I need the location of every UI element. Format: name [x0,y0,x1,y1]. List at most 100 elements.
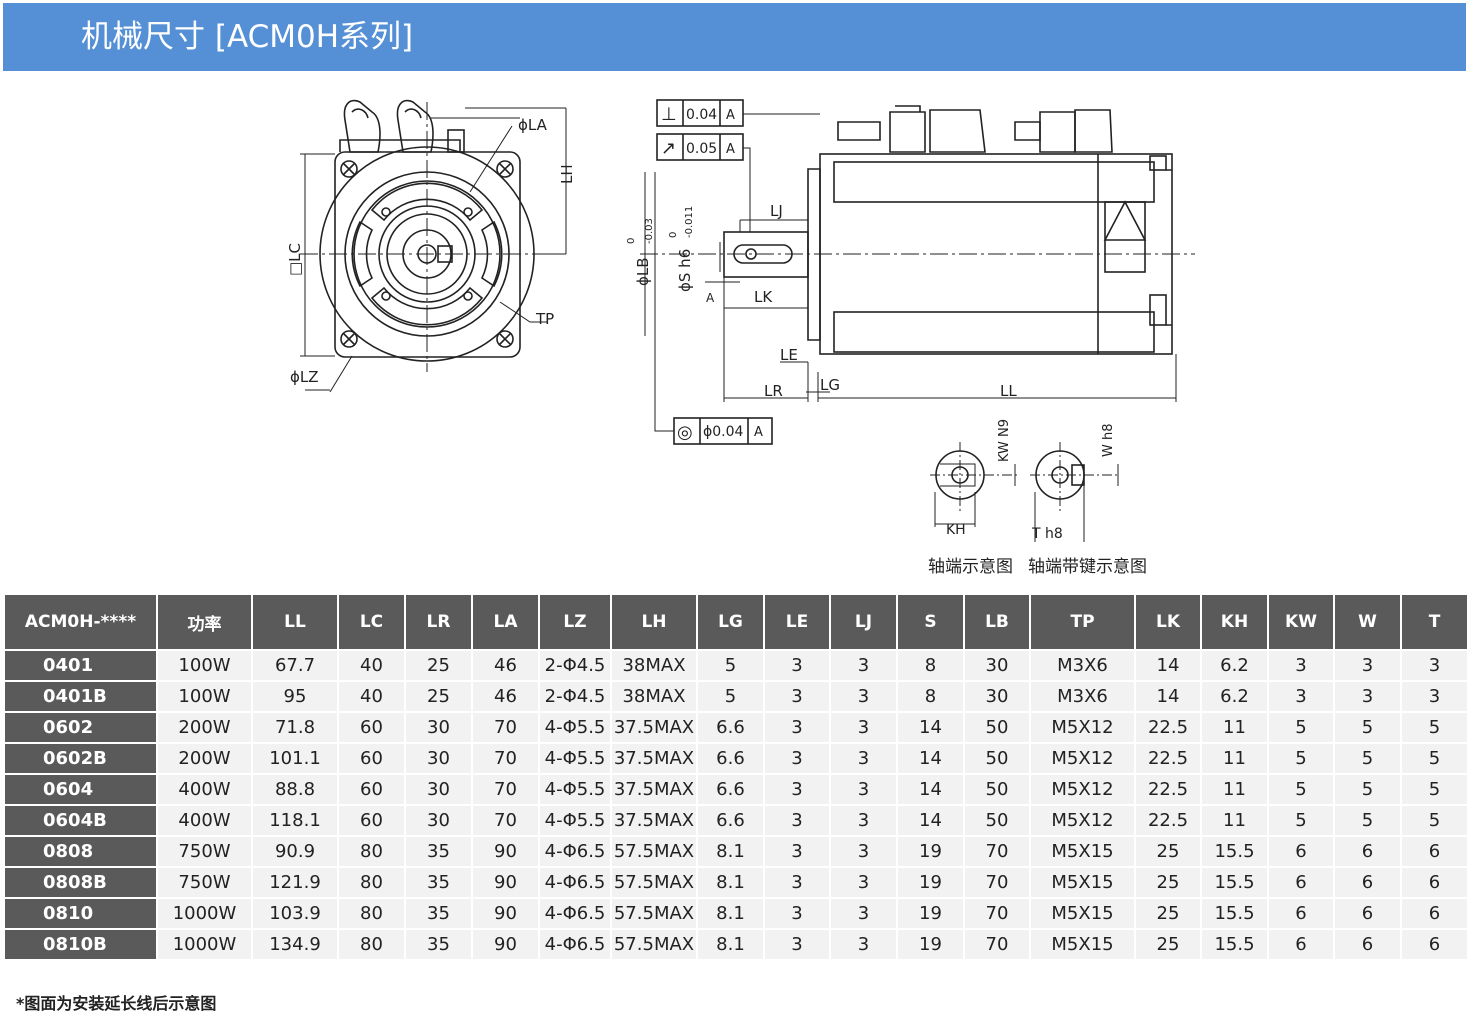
model-cell: 0808B [3,866,158,899]
table-cell: 6 [1333,835,1402,868]
table-cell: 19 [896,928,965,961]
front-view [300,99,567,393]
table-cell: 90 [471,928,540,961]
label-kh: KH [946,522,966,538]
footnote: *图面为安装延长线后示意图 [16,994,217,1013]
label-kw: KW N9 [997,419,1012,462]
table-cell: 60 [337,742,406,775]
table-cell: 3 [829,649,898,682]
table-cell: 40 [337,680,406,713]
table-cell: M3X6 [1029,680,1136,713]
table-cell: 5 [1267,804,1335,837]
table-cell: 6.6 [696,773,765,806]
table-cell: 40 [337,649,406,682]
table-cell: 6 [1333,928,1402,961]
table-cell: 67.7 [251,649,339,682]
table-cell: 80 [337,866,406,899]
table-header-cell: S [896,593,965,651]
table-cell: 5 [696,680,765,713]
table-cell: 14 [896,711,965,744]
table-cell: 80 [337,897,406,930]
label-le: LE [780,346,798,364]
table-cell: 6 [1267,835,1335,868]
table-cell: 30 [404,711,473,744]
table-cell: 5 [1400,711,1469,744]
table-cell: 25 [404,680,473,713]
table-header-cell: LR [404,593,473,651]
table-cell: 3 [829,742,898,775]
model-cell: 0401 [3,649,158,682]
label-lh: LH [558,164,576,184]
table-cell: 4-Φ6.5 [538,928,612,961]
table-cell: 8 [896,649,965,682]
table-cell: 15.5 [1200,928,1269,961]
table-cell: 3 [763,928,831,961]
table-cell: 22.5 [1134,711,1202,744]
table-cell: 22.5 [1134,773,1202,806]
table-cell: 90.9 [251,835,339,868]
concentricity-datum: A [754,425,763,440]
table-cell: 3 [829,928,898,961]
table-cell: 70 [471,804,540,837]
table-cell: 6 [1400,866,1469,899]
table-header-cell: LE [763,593,831,651]
table-cell: 70 [963,897,1031,930]
page-header: 机械尺寸 [ACM0H系列] [3,3,1466,71]
table-cell: 8.1 [696,897,765,930]
table-cell: 46 [471,680,540,713]
table-cell: 4-Φ5.5 [538,773,612,806]
table-cell: 25 [1134,928,1202,961]
table-cell: 71.8 [251,711,339,744]
table-cell: 57.5MAX [610,928,698,961]
table-cell: M5X15 [1029,866,1136,899]
label-lg: LG [820,376,840,394]
table-cell: 4-Φ5.5 [538,711,612,744]
table-cell: 8.1 [696,928,765,961]
table-cell: 8.1 [696,866,765,899]
label-tp: TP [535,310,554,328]
table-cell: M5X15 [1029,897,1136,930]
table-cell: 35 [404,835,473,868]
table-cell: 22.5 [1134,804,1202,837]
table-cell: 4-Φ6.5 [538,835,612,868]
table-cell: 3 [829,835,898,868]
table-cell: 200W [156,711,253,744]
table-cell: 3 [1400,649,1469,682]
table-cell: 11 [1200,711,1269,744]
table-cell: 101.1 [251,742,339,775]
table-cell: 6 [1267,866,1335,899]
table-cell: 70 [963,928,1031,961]
runout-value: 0.05 [686,141,717,157]
table-cell: 5 [1267,742,1335,775]
table-cell: 30 [963,649,1031,682]
table-cell: 14 [896,804,965,837]
table-header-cell: LJ [829,593,898,651]
table-cell: 5 [1267,773,1335,806]
table-header-cell: TP [1029,593,1136,651]
shaft-details [930,442,1120,542]
table-cell: 70 [471,711,540,744]
table-cell: 38MAX [610,649,698,682]
table-cell: 3 [829,897,898,930]
table-cell: 14 [896,742,965,775]
table-cell: 90 [471,897,540,930]
table-cell: 6 [1400,928,1469,961]
table-cell: 3 [763,711,831,744]
table-cell: 134.9 [251,928,339,961]
table-cell: 37.5MAX [610,742,698,775]
table-cell: 30 [963,680,1031,713]
label-la: ϕLA [518,116,548,134]
table-cell: 400W [156,804,253,837]
table-cell: 6.6 [696,711,765,744]
table-cell: 5 [1267,711,1335,744]
table-cell: 3 [1400,680,1469,713]
table-cell: 750W [156,866,253,899]
table-header-cell: LK [1134,593,1202,651]
table-cell: 4-Φ5.5 [538,804,612,837]
table-cell: 15.5 [1200,835,1269,868]
